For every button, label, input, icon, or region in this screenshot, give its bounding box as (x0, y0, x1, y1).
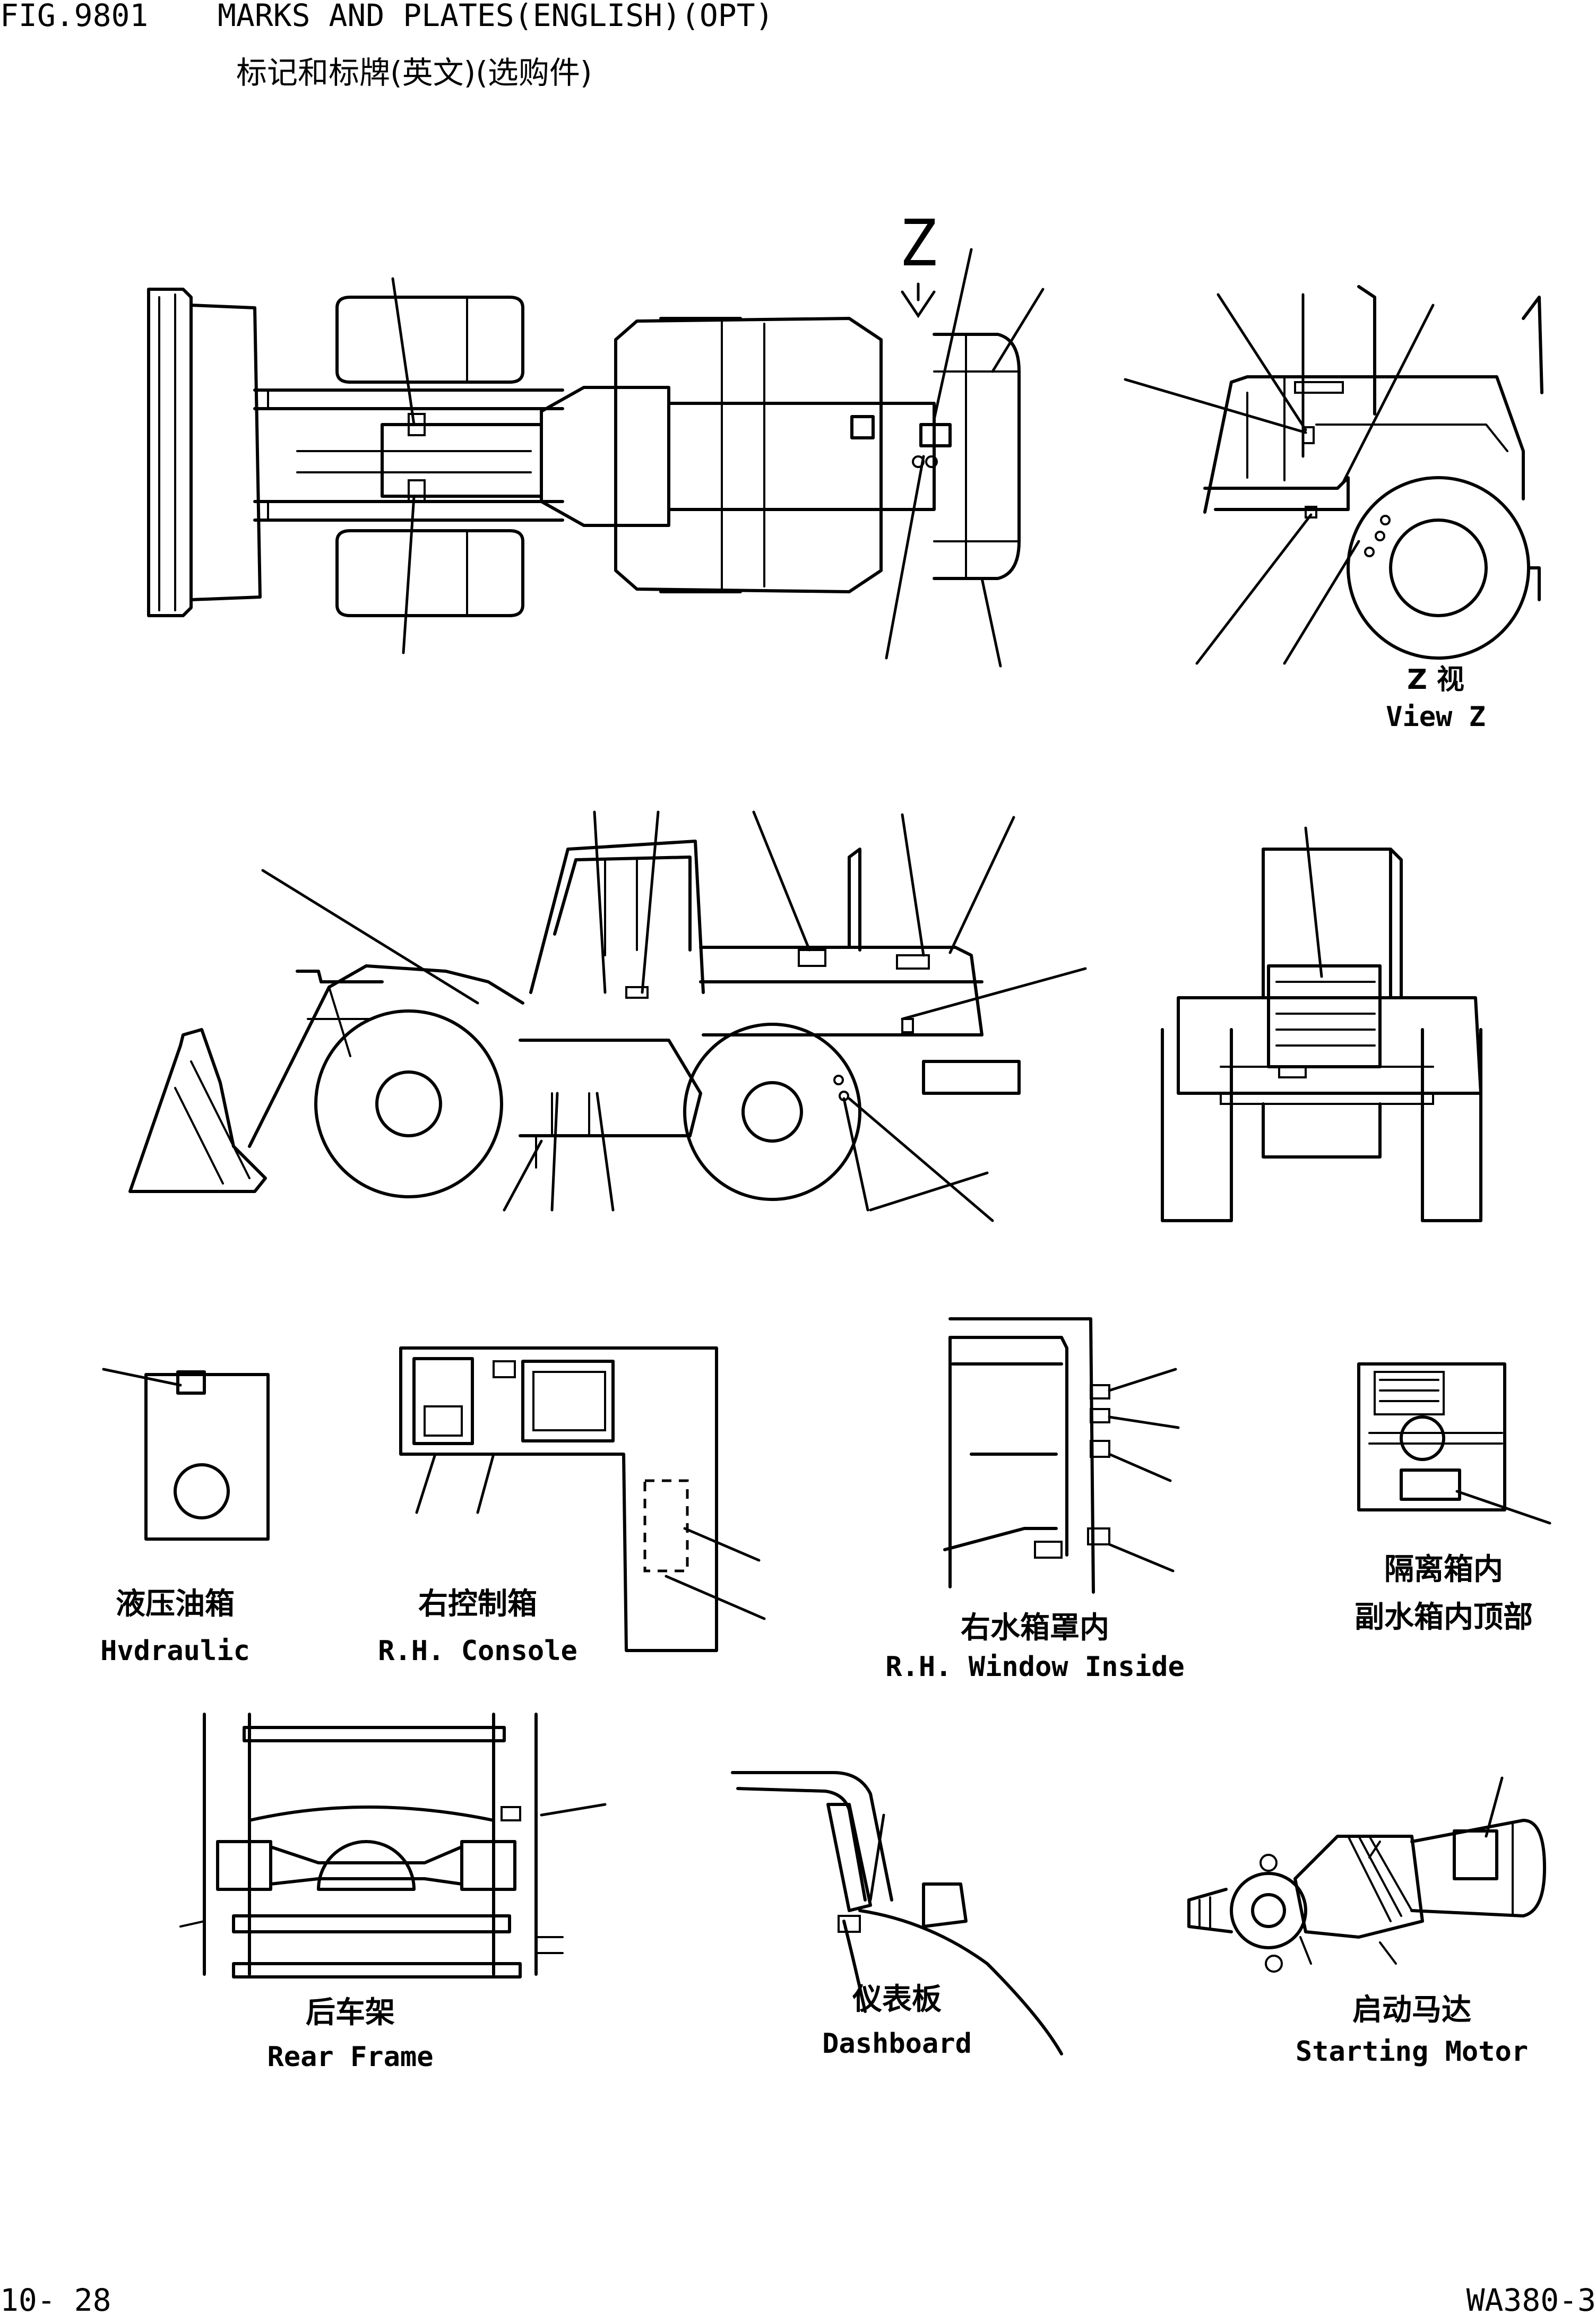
rear-frame-label-cn: 后车架 (306, 1995, 395, 2030)
starting-motor-detail (1187, 1776, 1546, 1973)
rh-window-label-cn: 右水箱罩内 (961, 1611, 1109, 1645)
view-z-drawing (1124, 285, 1543, 665)
figure-title-cn: 标记和标牌(英文)(选购件) (236, 55, 592, 91)
rh-console-label-cn: 右控制箱 (418, 1587, 537, 1621)
model-number: WA380-3 (1466, 2282, 1596, 2318)
hydraulic-label-en: Hvdraulic (100, 1635, 250, 1667)
view-z-label-cn: Z 视 (1407, 664, 1464, 696)
view-z-arrow-label: Z (899, 207, 938, 281)
hydraulic-tank-detail (102, 1368, 270, 1541)
rh-window-label-en: R.H. Window Inside (885, 1651, 1185, 1683)
loader-rear-view (1161, 826, 1482, 1222)
dashboard-detail (731, 1771, 1063, 2055)
view-z-label-en: View Z (1386, 701, 1486, 733)
page-number: 10- 28 (0, 2282, 111, 2318)
rh-window-detail (943, 1317, 1180, 1594)
figure-title-en: MARKS AND PLATES(ENGLISH)(OPT) (218, 0, 774, 33)
rear-frame-label-en: Rear Frame (267, 2041, 434, 2073)
figure-number: FIG.9801 (0, 0, 149, 33)
loader-side-view (128, 810, 1087, 1222)
dashboard-label-en: Dashboard (822, 2028, 972, 2060)
hydraulic-label-cn: 液压油箱 (116, 1587, 235, 1621)
rh-console-label-en: R.H. Console (378, 1635, 577, 1667)
starting-motor-label-en: Starting Motor (1295, 2036, 1529, 2068)
sub-tank-label-cn: 隔离箱内 (1384, 1552, 1503, 1587)
dashboard-label-cn: 仪表板 (852, 1982, 942, 2017)
sub-tank-detail (1357, 1362, 1551, 1525)
rh-console-detail (399, 1346, 766, 1652)
loader-top-view (147, 248, 1045, 668)
sub-tank-label-cn2: 副水箱内顶部 (1355, 1600, 1533, 1635)
starting-motor-label-cn: 启动马达 (1352, 1993, 1471, 2027)
rear-frame-detail (179, 1713, 607, 1979)
